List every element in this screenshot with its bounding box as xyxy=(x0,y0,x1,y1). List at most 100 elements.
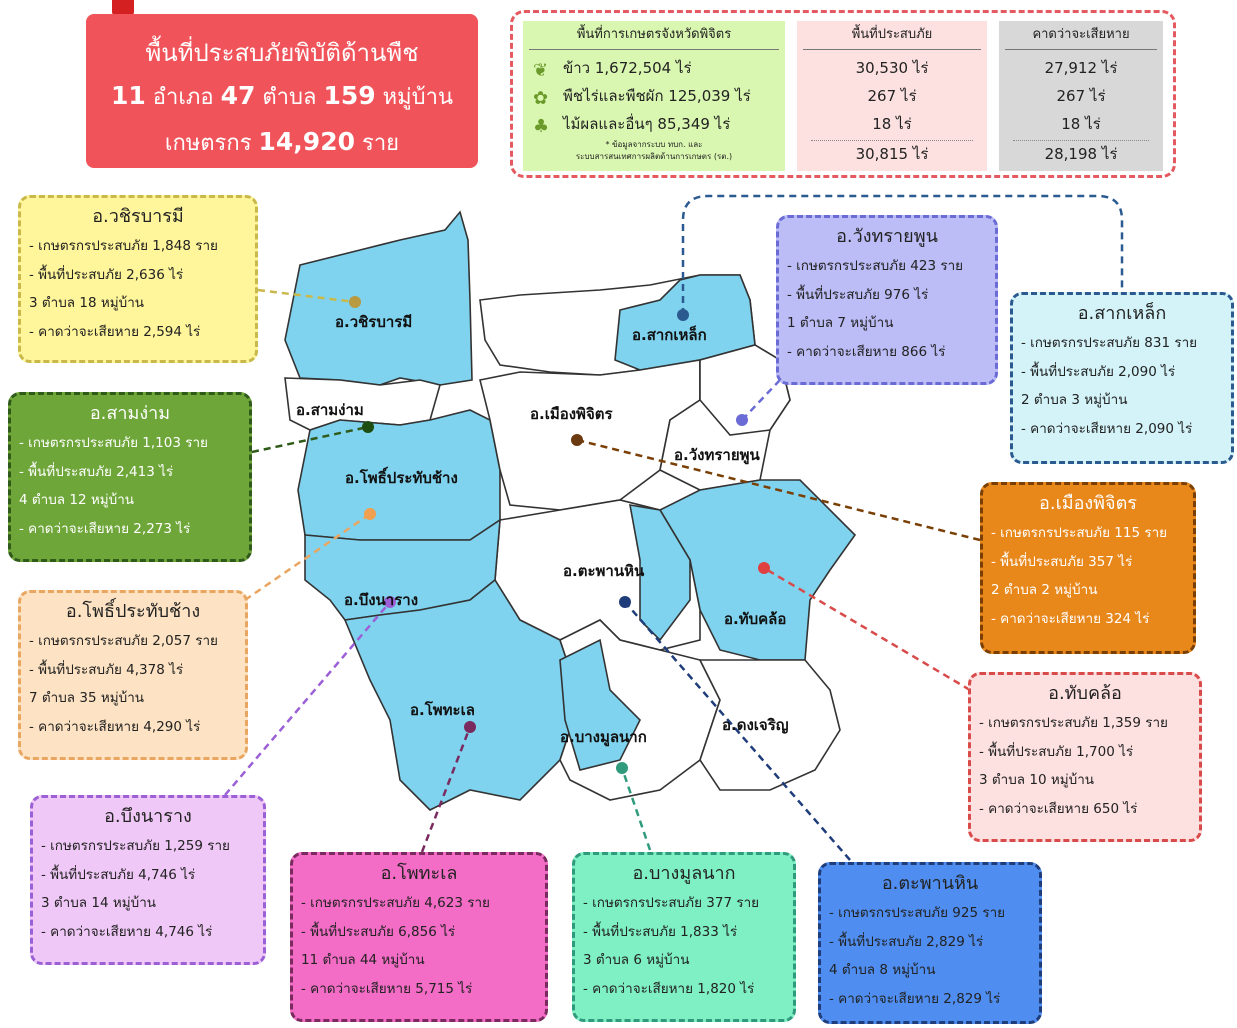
district-damage: - คาดว่าจะเสียหาย 2,273 ไร่ xyxy=(19,520,191,537)
district-area: - พื้นที่ประสบภัย 2,829 ไร่ xyxy=(829,933,984,950)
district-damage: - คาดว่าจะเสียหาย 866 ไร่ xyxy=(787,343,946,360)
map-label-bangmunnak: อ.บางมูลนาก xyxy=(560,728,647,746)
district-farmers: - เกษตรกรประสบภัย 925 ราย xyxy=(829,905,1006,921)
district-card-phothale: อ.โพทะเล - เกษตรกรประสบภัย 4,623 ราย - พ… xyxy=(290,852,548,1022)
connector-mueang xyxy=(576,438,981,542)
marker-sakhlek xyxy=(677,309,689,321)
district-title: อ.โพธิ์ประทับช้าง xyxy=(65,601,201,622)
stats-affected-rice: 30,530 ไร่ xyxy=(855,59,929,77)
map-district-sakhlek-affected xyxy=(614,274,756,371)
marker-thapkhlo xyxy=(758,562,770,574)
connector-taphanhin xyxy=(624,601,851,861)
connector-bangmunnak xyxy=(620,767,652,851)
district-tambon-villages: 3 ตำบล 18 หมู่บ้าน xyxy=(29,295,145,311)
map-district-taphanhin-affected xyxy=(629,504,691,642)
district-card-sakhlek: อ.สากเหล็ก - เกษตรกรประสบภัย 831 ราย - พ… xyxy=(1010,292,1234,464)
district-card-bueangnarang: อ.บึงนาราง - เกษตรกรประสบภัย 1,259 ราย -… xyxy=(30,795,266,965)
district-farmers: - เกษตรกรประสบภัย 115 ราย xyxy=(991,525,1168,541)
district-tambon-villages: 2 ตำบล 3 หมู่บ้าน xyxy=(1021,392,1128,408)
marker-wachirabarami xyxy=(349,296,361,308)
stats-affected-total: 30,815 ไร่ xyxy=(811,140,973,167)
district-title: อ.วชิรบารมี xyxy=(92,206,184,227)
stats-header-province: พื้นที่การเกษตรจังหวัดพิจิตร xyxy=(529,21,779,50)
district-card-samngam: อ.สามง่าม - เกษตรกรประสบภัย 1,103 ราย - … xyxy=(8,392,252,562)
district-damage: - คาดว่าจะเสียหาย 2,594 ไร่ xyxy=(29,323,201,340)
marker-bangmunnak xyxy=(616,762,628,774)
connector-thapkhlo xyxy=(763,566,971,692)
stats-header-affected: พื้นที่ประสบภัย xyxy=(803,21,981,50)
marker-mueang xyxy=(571,434,583,446)
district-damage: - คาดว่าจะเสียหาย 324 ไร่ xyxy=(991,610,1150,627)
district-damage: - คาดว่าจะเสียหาย 2,090 ไร่ xyxy=(1021,420,1193,437)
district-card-bangmunnak: อ.บางมูลนาก - เกษตรกรประสบภัย 377 ราย - … xyxy=(572,852,796,1022)
summary-banner: พื้นที่ประสบภัยพิบัติด้านพืช 11 อำเภอ 47… xyxy=(86,14,478,168)
map-label-taphanhin: อ.ตะพานหิน xyxy=(563,562,645,580)
stats-damage-fieldcrops: 267 ไร่ xyxy=(1056,87,1106,105)
connector-samngam xyxy=(251,425,369,454)
district-card-phoprathapchang: อ.โพธิ์ประทับช้าง - เกษตรกรประสบภัย 2,05… xyxy=(18,590,248,760)
stats-affected-fieldcrops: 267 ไร่ xyxy=(867,87,917,105)
district-damage: - คาดว่าจะเสียหาย 650 ไร่ xyxy=(979,800,1138,817)
district-tambon-villages: 3 ตำบล 10 หมู่บ้าน xyxy=(979,772,1095,788)
map-district-wachirabarami xyxy=(284,210,473,386)
agency-logo xyxy=(112,0,134,16)
district-tambon-villages: 4 ตำบล 12 หมู่บ้าน xyxy=(19,492,135,508)
stats-damage-fruit: 18 ไร่ xyxy=(1061,115,1101,133)
summary-counts: 11 อำเภอ 47 ตำบล 159 หมู่บ้าน xyxy=(110,81,454,110)
district-damage: - คาดว่าจะเสียหาย 4,746 ไร่ xyxy=(41,923,213,940)
crop-stats-table: พื้นที่การเกษตรจังหวัดพิจิตร ❦✿♣ ข้าว 1,… xyxy=(510,10,1176,178)
district-tambon-villages: 11 ตำบล 44 หมู่บ้าน xyxy=(301,952,425,968)
connector-phothale xyxy=(420,726,472,853)
district-damage: - คาดว่าจะเสียหาย 2,829 ไร่ xyxy=(829,990,1001,1007)
district-title: อ.บึงนาราง xyxy=(104,806,192,827)
district-tambon-villages: 4 ตำบล 8 หมู่บ้าน xyxy=(829,962,936,978)
stats-header-damage: คาดว่าจะเสียหาย xyxy=(1005,21,1157,50)
district-tambon-villages: 1 ตำบล 7 หมู่บ้าน xyxy=(787,315,894,331)
district-farmers: - เกษตรกรประสบภัย 423 ราย xyxy=(787,258,964,274)
district-title: อ.โพทะเล xyxy=(380,863,458,884)
stats-col-province-area: พื้นที่การเกษตรจังหวัดพิจิตร ❦✿♣ ข้าว 1,… xyxy=(523,21,785,171)
district-area: - พื้นที่ประสบภัย 2,413 ไร่ xyxy=(19,463,174,480)
district-tambon-villages: 3 ตำบล 6 หมู่บ้าน xyxy=(583,952,690,968)
district-title: อ.สามง่าม xyxy=(89,403,171,424)
district-title: อ.ทับคล้อ xyxy=(1048,683,1122,704)
stats-row-fieldcrops: พืชไร่และพืชผัก 125,039 ไร่ xyxy=(563,87,751,105)
district-farmers: - เกษตรกรประสบภัย 2,057 ราย xyxy=(29,633,218,649)
stats-col-damage: คาดว่าจะเสียหาย 27,912 ไร่ 267 ไร่ 18 ไร… xyxy=(999,21,1163,171)
district-damage: - คาดว่าจะเสียหาย 1,820 ไร่ xyxy=(583,980,755,997)
marker-wangsaiphun xyxy=(736,414,748,426)
marker-phoprathapchang xyxy=(364,508,376,520)
district-area: - พื้นที่ประสบภัย 4,378 ไร่ xyxy=(29,661,184,678)
stats-damage-total: 28,198 ไร่ xyxy=(1013,140,1149,167)
district-farmers: - เกษตรกรประสบภัย 1,259 ราย xyxy=(41,838,230,854)
connector-bueangnarang xyxy=(224,601,391,796)
district-damage: - คาดว่าจะเสียหาย 5,715 ไร่ xyxy=(301,980,473,997)
district-farmers: - เกษตรกรประสบภัย 4,623 ราย xyxy=(301,895,490,911)
district-card-mueang: อ.เมืองพิจิตร - เกษตรกรประสบภัย 115 ราย … xyxy=(980,482,1196,654)
summary-farmers: เกษตรกร 14,920 ราย xyxy=(164,127,400,156)
district-card-wachirabarami: อ.วชิรบารมี - เกษตรกรประสบภัย 1,848 ราย … xyxy=(18,195,258,363)
map-label-mueang: อ.เมืองพิจิตร xyxy=(530,405,613,423)
connector-wachirabarami xyxy=(257,288,356,304)
map-label-sakhlek: อ.สากเหล็ก xyxy=(632,326,707,344)
map-district-wangsaiphun-affected xyxy=(699,344,791,436)
district-card-wangsaiphun: อ.วังทรายพูน - เกษตรกรประสบภัย 423 ราย -… xyxy=(776,215,998,385)
district-damage: - คาดว่าจะเสียหาย 4,290 ไร่ xyxy=(29,718,201,735)
stats-row-fruit: ไม้ผลและอื่นๆ 85,349 ไร่ xyxy=(563,115,731,133)
map-label-thapkhlo: อ.ทับคล้อ xyxy=(724,610,787,628)
map-label-phothale: อ.โพทะเล xyxy=(410,701,475,719)
district-card-taphanhin: อ.ตะพานหิน - เกษตรกรประสบภัย 925 ราย - พ… xyxy=(818,862,1042,1024)
marker-bueangnarang xyxy=(384,596,396,608)
stats-note-1: * ข้อมูลจากระบบ ทบก. และ xyxy=(605,140,703,149)
map-label-wachirabarami: อ.วชิรบารมี xyxy=(335,313,413,331)
marker-taphanhin xyxy=(619,596,631,608)
district-area: - พื้นที่ประสบภัย 2,090 ไร่ xyxy=(1021,363,1176,380)
district-tambon-villages: 3 ตำบล 14 หมู่บ้าน xyxy=(41,895,157,911)
marker-samngam xyxy=(362,421,374,433)
district-title: อ.สากเหล็ก xyxy=(1077,303,1167,324)
map-label-wangsaiphun: อ.วังทรายพูน xyxy=(674,446,760,464)
map-district-dongcharoen xyxy=(698,659,841,791)
map-label-phoprathapchang: อ.โพธิ์ประทับช้าง xyxy=(345,469,458,487)
district-area: - พื้นที่ประสบภัย 976 ไร่ xyxy=(787,286,929,303)
